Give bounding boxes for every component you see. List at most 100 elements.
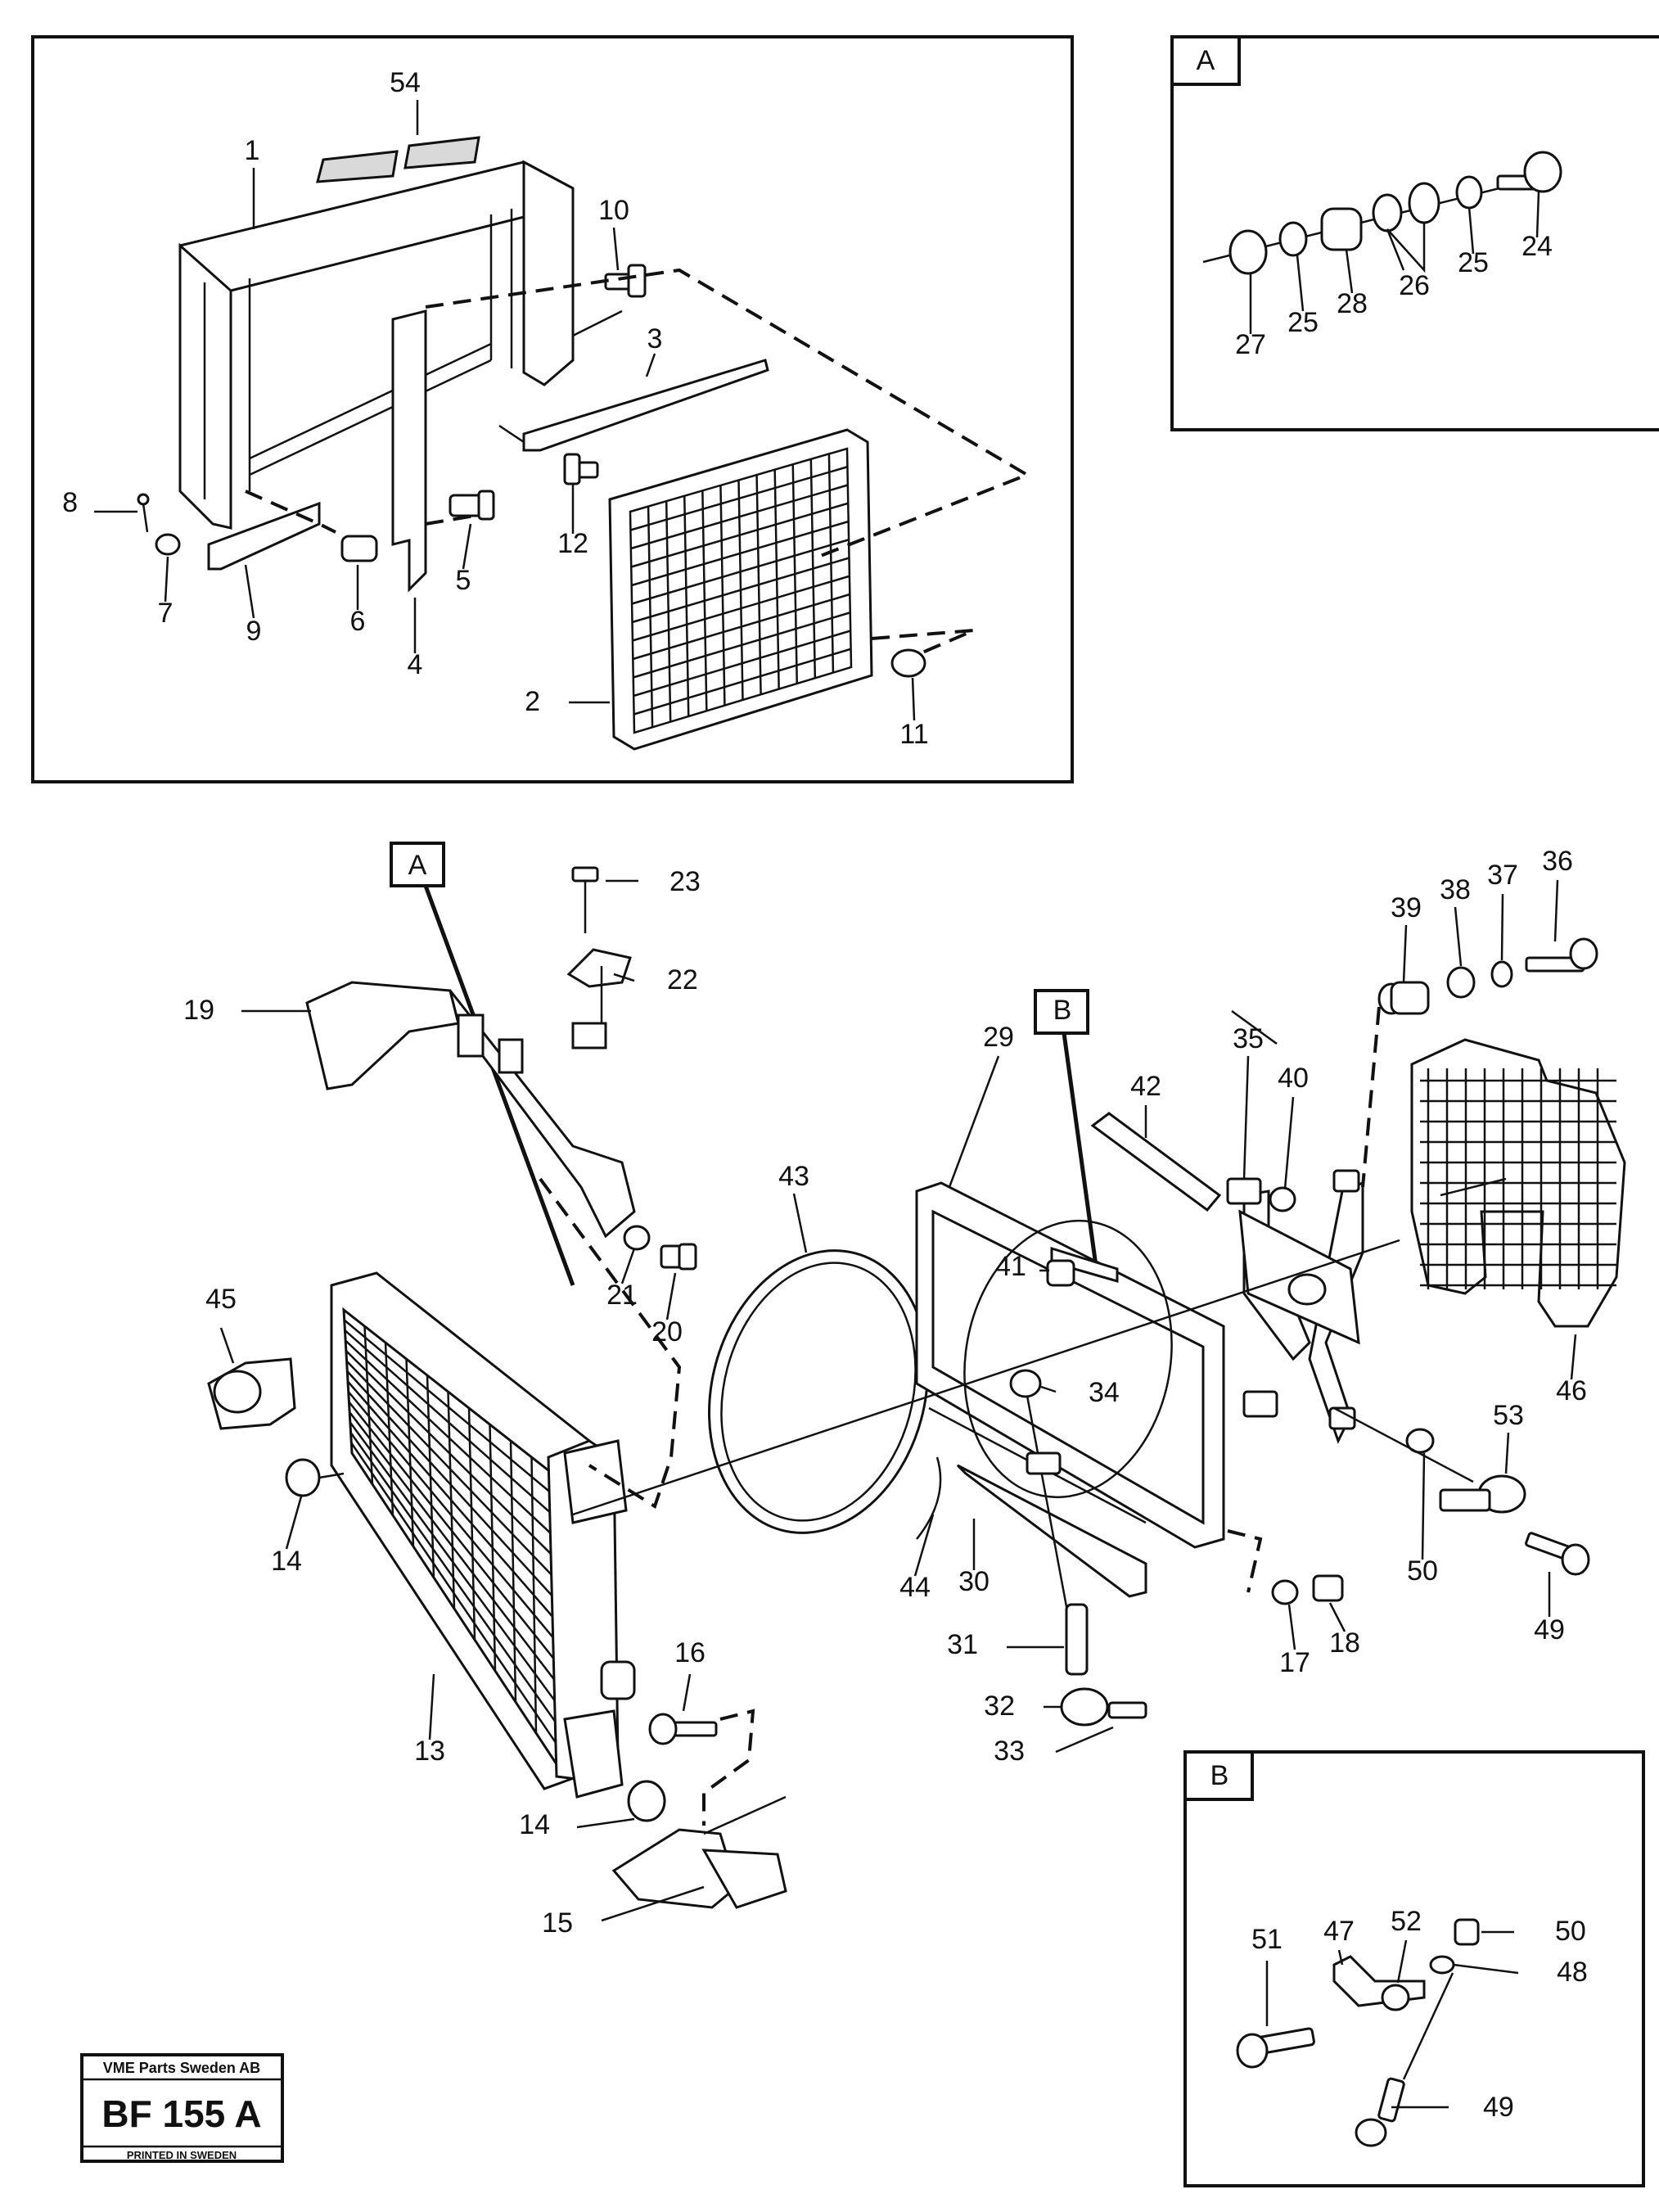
part-bolt-set-right (1377, 937, 1598, 1015)
callout-leader (1421, 1452, 1426, 1560)
callout-leader (1328, 1602, 1346, 1632)
callout-label: 8 (62, 487, 78, 518)
part-vertical-bracket (391, 309, 427, 593)
callout-label: 50 (1407, 1555, 1438, 1587)
callout-label: 50 (1555, 1916, 1586, 1947)
callout-leader (428, 1673, 435, 1740)
callout-label: 25 (1458, 247, 1489, 278)
callout-leader (576, 1817, 635, 1829)
part-seal-strip (916, 1456, 942, 1540)
callout-label: 44 (899, 1572, 931, 1603)
callout-label: 12 (557, 528, 588, 559)
callout-label: 25 (1287, 307, 1319, 338)
callout-label: 4 (408, 649, 423, 680)
callout-label: 14 (519, 1809, 550, 1840)
part-clip-screw (566, 866, 632, 1050)
callout-leader (792, 1193, 808, 1253)
callout-label: A (1197, 45, 1215, 76)
callout-label: 7 (158, 598, 174, 629)
callout-leader (948, 1055, 1000, 1188)
callout-leader (285, 1496, 303, 1550)
callout-leader (1553, 879, 1559, 942)
callout-label: 24 (1522, 231, 1553, 262)
callout-label: B (1210, 1760, 1229, 1791)
callout-label: 16 (674, 1637, 706, 1668)
callout-label: 29 (983, 1022, 1014, 1053)
stamp-company: VME Parts Sweden AB (103, 2060, 260, 2076)
panel-b-detail (1183, 1750, 1645, 2187)
callout-label: 2 (525, 686, 540, 717)
callout-leader (665, 1272, 677, 1320)
part-clamp-set (1405, 1428, 1590, 1576)
callout-label: 42 (1130, 1071, 1161, 1102)
part-top-bracket (305, 981, 636, 1239)
callout-label: 54 (390, 67, 421, 98)
callout-label: 33 (994, 1736, 1025, 1767)
callout-label: 37 (1487, 860, 1518, 891)
callout-leader (1287, 1604, 1296, 1650)
callout-label: 52 (1391, 1906, 1422, 1937)
callout-label: 32 (984, 1691, 1015, 1722)
callout-leader (1337, 1949, 1344, 1966)
part-fan-ring (708, 1249, 929, 1534)
callout-label: 17 (1279, 1647, 1310, 1678)
callout-label: 38 (1440, 874, 1471, 905)
callout-leader (1345, 249, 1354, 294)
callout-label: 49 (1534, 1614, 1565, 1645)
panel-a-border (1170, 35, 1659, 431)
callout-leader (1454, 906, 1463, 967)
callout-label: 47 (1323, 1916, 1355, 1947)
callout-label: 49 (1483, 2092, 1514, 2123)
callout-label: 28 (1337, 288, 1368, 319)
part-fan-shroud (915, 1181, 1225, 1549)
document-stamp: VME Parts Sweden AB BF 155 A PRINTED IN … (80, 2053, 284, 2163)
callout-leader (1504, 1432, 1510, 1474)
panel-b-label-box (1183, 1750, 1254, 1801)
panel-top-border (31, 35, 1074, 783)
callout-label: 23 (669, 866, 701, 897)
callout-label: 5 (456, 565, 471, 596)
callout-label: 20 (651, 1316, 683, 1348)
callout-label: 48 (1557, 1957, 1588, 1988)
callout-label: 43 (778, 1161, 809, 1192)
callout-label: 45 (205, 1284, 237, 1315)
part-rail-left (207, 501, 321, 571)
callout-label: 22 (667, 964, 698, 995)
panel-a-detail (1170, 35, 1659, 431)
callout-leader (645, 353, 656, 377)
callout-label: 27 (1235, 329, 1266, 360)
callout-leader (913, 1514, 935, 1577)
callout-label: 35 (1233, 1023, 1264, 1054)
callout-leader (1055, 1726, 1114, 1754)
part-mount-bottom (611, 1780, 787, 1909)
callout-label: 39 (1391, 892, 1422, 923)
main-b-marker-box (1034, 989, 1089, 1035)
hardware-small-parts (137, 264, 926, 678)
callout-label: A (408, 850, 427, 881)
callout-label: 14 (271, 1546, 302, 1577)
callout-leader (601, 1885, 705, 1922)
callout-label: 40 (1278, 1063, 1309, 1094)
callout-label: 36 (1542, 846, 1573, 877)
callout-leader (244, 564, 255, 619)
part-rail-right (522, 359, 769, 452)
part-radiator (330, 1271, 636, 1799)
callout-leader (1500, 893, 1504, 961)
part-fan-guard (1410, 1038, 1626, 1328)
callout-leader (1570, 1334, 1577, 1380)
callout-label: 30 (958, 1566, 990, 1597)
callout-label: 6 (350, 606, 366, 637)
part-stud-assembly (1026, 1395, 1147, 1727)
callout-leader (1453, 1963, 1519, 1975)
callout-leader (1396, 1939, 1408, 1984)
callout-label: B (1053, 995, 1072, 1026)
callout-label: 15 (542, 1907, 573, 1939)
callout-label: 51 (1251, 1924, 1283, 1955)
callout-leader (682, 1673, 692, 1712)
callout-label: 53 (1493, 1400, 1524, 1431)
callout-leader (613, 973, 635, 982)
callout-leader (911, 677, 916, 721)
stamp-border (80, 2053, 284, 2163)
